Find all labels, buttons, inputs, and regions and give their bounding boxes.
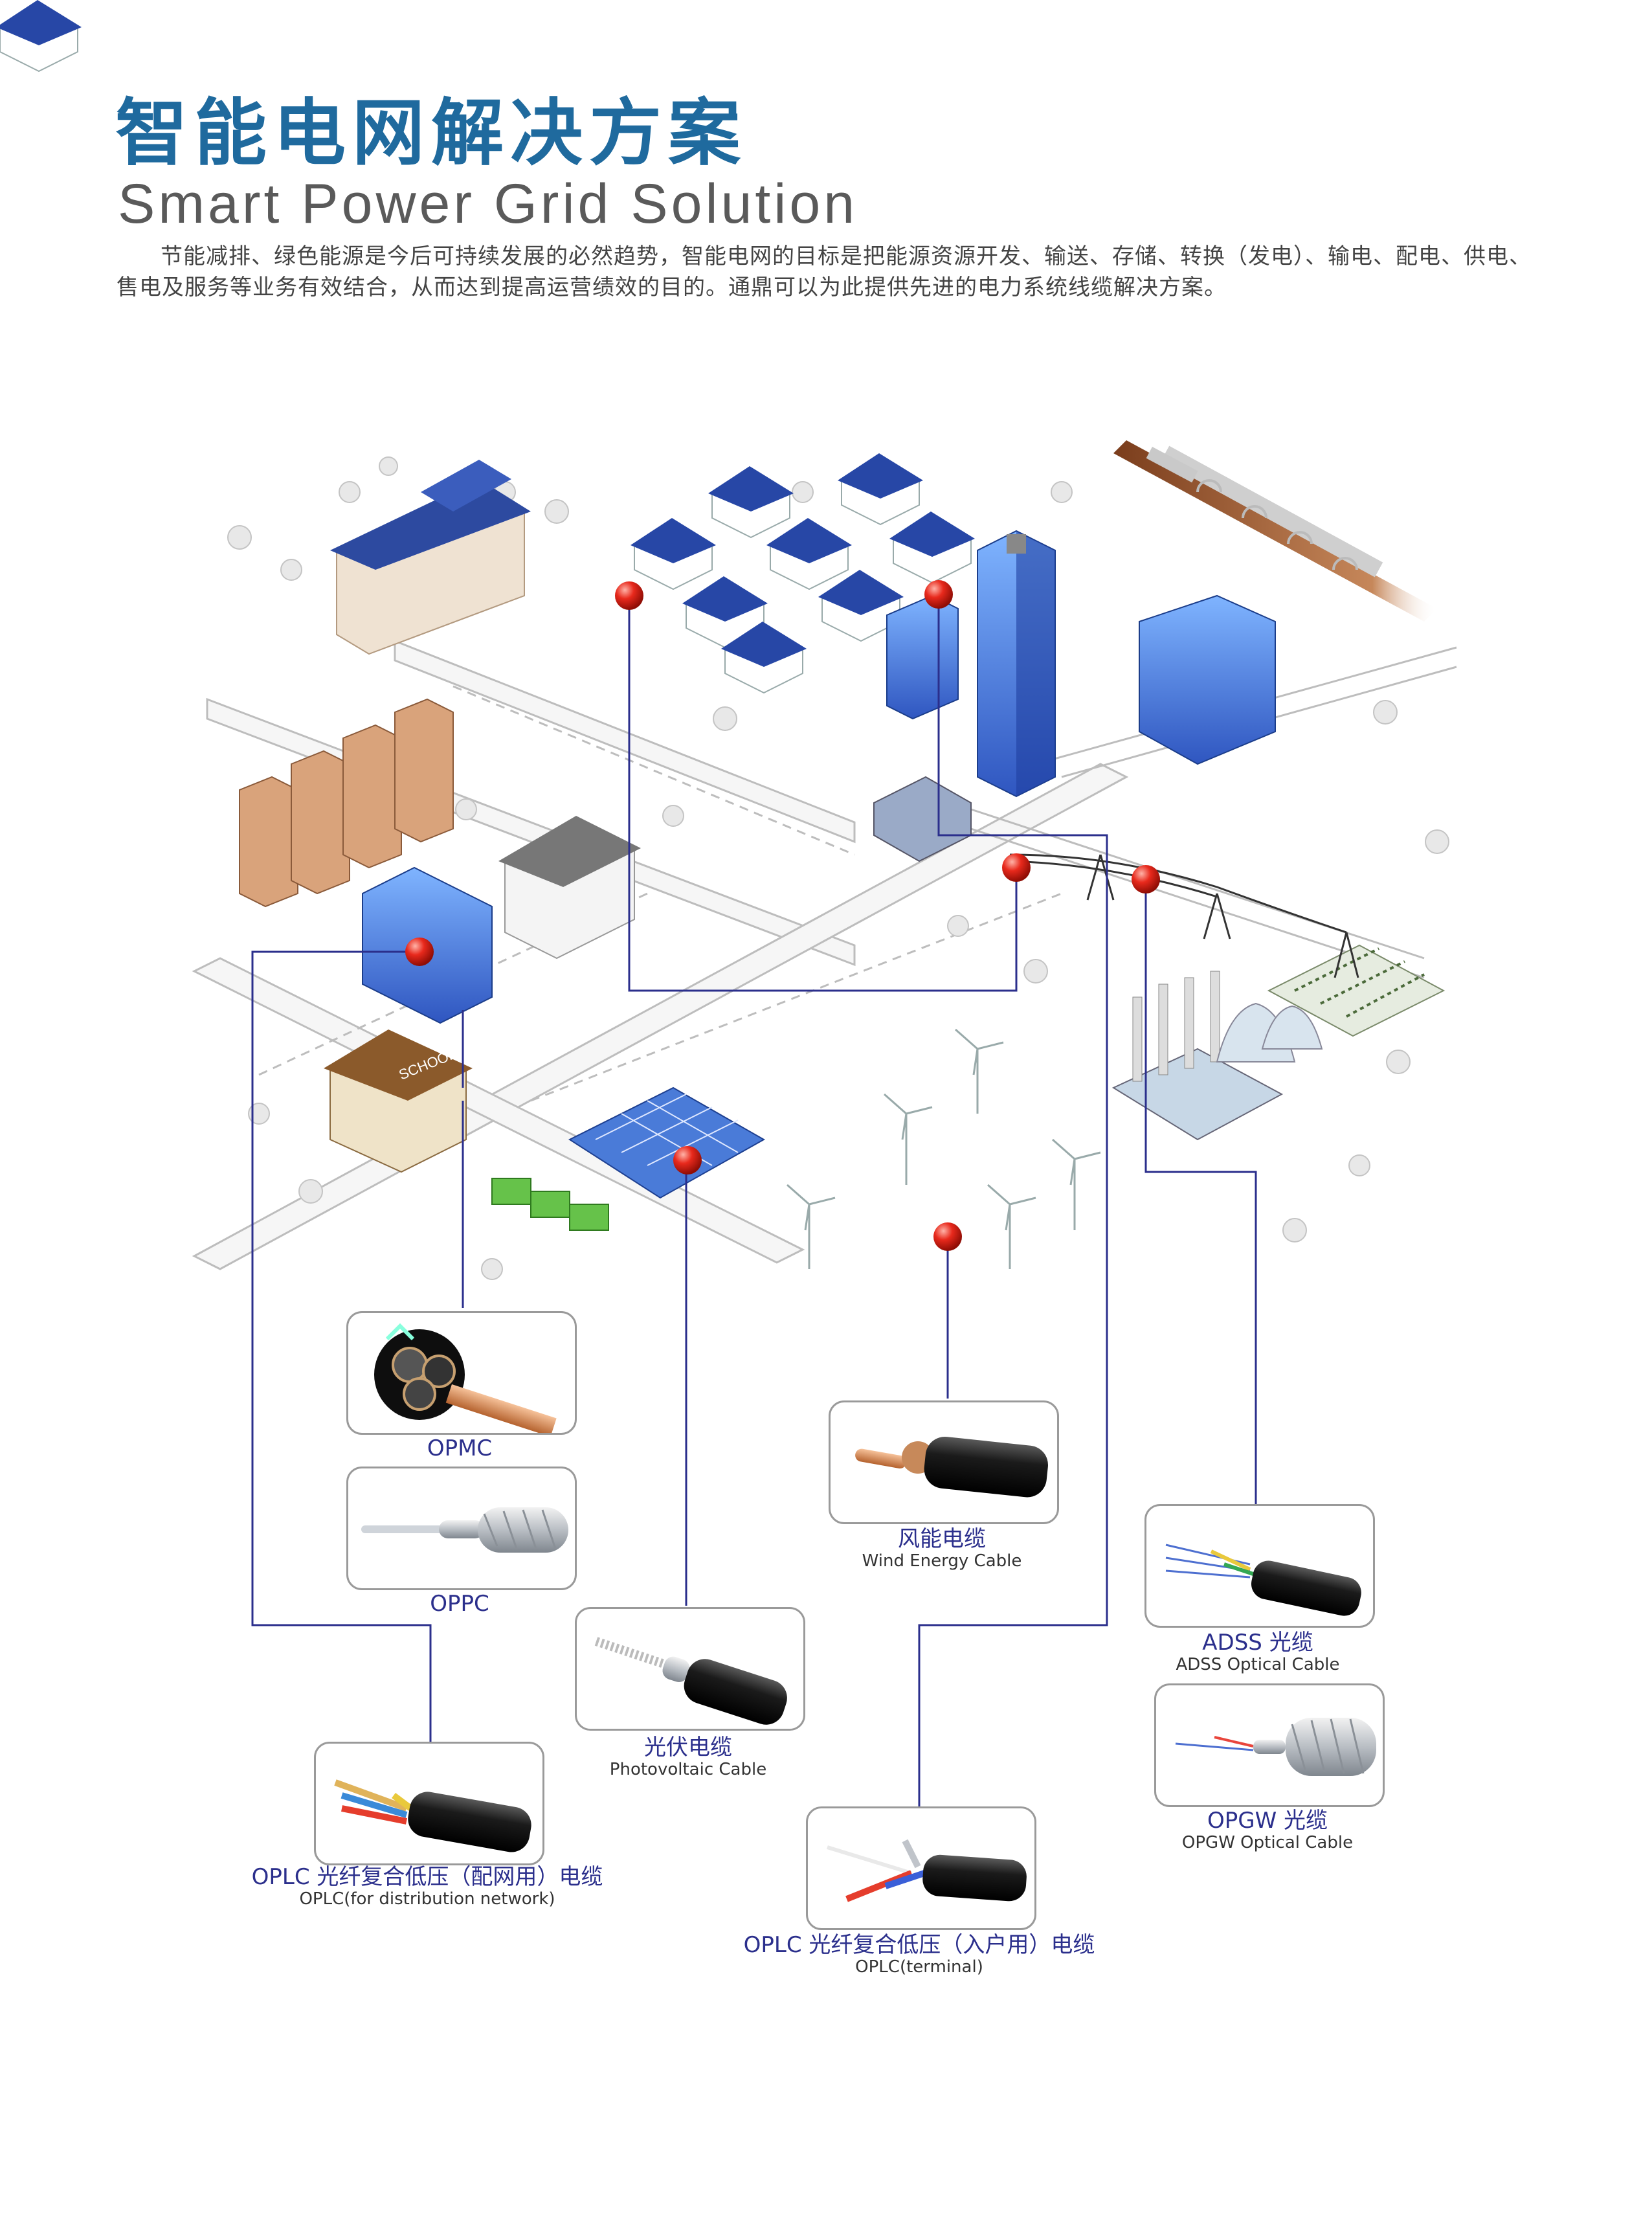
page-title: 智能电网解决方案 — [115, 91, 747, 175]
cable-card-oplc-dist — [314, 1742, 544, 1865]
wind-cable-icon — [855, 1436, 1048, 1498]
marker-office-left — [405, 938, 434, 966]
label-oppc: OPPC — [430, 1591, 489, 1617]
cable-card-adss — [1144, 1504, 1375, 1628]
cable-card-wind — [829, 1400, 1059, 1524]
cable-card-oppc — [346, 1467, 577, 1590]
label-opmc: OPMC — [427, 1435, 493, 1461]
transmission-line — [1009, 853, 1359, 978]
label-pv: 光伏电缆 Photovoltaic Cable — [609, 1735, 767, 1780]
marker-office — [924, 580, 953, 609]
trees — [227, 456, 1449, 1280]
substation — [1267, 944, 1446, 1037]
charging-station — [491, 1178, 609, 1231]
marker-solar — [673, 1146, 702, 1175]
office-building-center — [873, 594, 972, 862]
cable-card-oplc-term — [806, 1806, 1036, 1930]
marker-tower-right — [1132, 865, 1160, 894]
label-oplc-dist: OPLC 光纤复合低压（配网用）电缆 OPLC(for distribution… — [251, 1864, 603, 1909]
marker-houses — [615, 581, 643, 610]
office-building-right — [1139, 594, 1276, 765]
oppc-cable-icon — [361, 1507, 568, 1553]
label-opgw: OPGW 光缆 OPGW Optical Cable — [1181, 1808, 1354, 1853]
cable-card-opgw — [1154, 1683, 1385, 1807]
residential-houses — [0, 0, 976, 693]
brown-apartment-blocks — [239, 698, 454, 908]
hospital-building — [498, 816, 641, 960]
cable-card-opmc — [346, 1311, 577, 1435]
apartment-complex — [330, 460, 531, 655]
solar-farm — [568, 1086, 766, 1199]
label-wind: 风能电缆 Wind Energy Cable — [862, 1526, 1022, 1571]
oplc-term-cable-icon — [827, 1839, 1027, 1902]
label-oplc-term: OPLC 光纤复合低压（入户用）电缆 OPLC(terminal) — [743, 1932, 1095, 1977]
marker-wind — [933, 1222, 962, 1251]
marker-tower-left — [1002, 853, 1031, 882]
opgw-cable-icon — [1175, 1718, 1376, 1776]
cable-card-pv — [575, 1607, 805, 1731]
connection-markers — [405, 580, 1160, 1251]
opmc-cable-icon — [374, 1323, 557, 1433]
page-subtitle: Smart Power Grid Solution — [118, 173, 858, 235]
pv-cable-icon — [594, 1637, 787, 1725]
intro-paragraph: 节能减排、绿色能源是今后可持续发展的必然趋势，智能电网的目标是把能源资源开发、输… — [117, 243, 1532, 300]
adss-cable-icon — [1165, 1544, 1361, 1616]
connector-lines — [251, 596, 1257, 1806]
railway-bridge — [1113, 440, 1437, 622]
school-building: SCHOOL — [324, 1029, 473, 1173]
wind-turbines — [787, 1028, 1101, 1269]
oplc-dist-cable-icon — [334, 1779, 531, 1852]
power-plant — [1111, 971, 1323, 1141]
skyscraper — [977, 530, 1056, 798]
label-adss: ADSS 光缆 ADSS Optical Cable — [1176, 1630, 1340, 1675]
